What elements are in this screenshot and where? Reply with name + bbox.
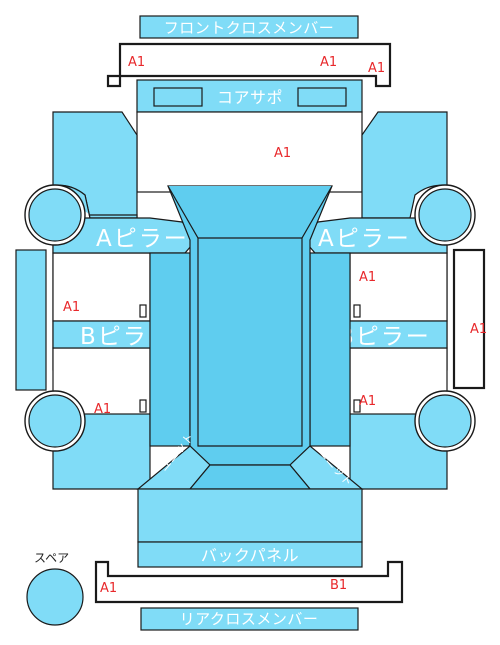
left-rear-wheel[interactable]	[28, 394, 82, 448]
front-cross-member-label: フロントクロスメンバー	[164, 19, 335, 37]
right-outer-side-panel[interactable]	[452, 248, 486, 390]
mark-front-left: A1	[128, 55, 145, 70]
rear-cross-member[interactable]	[140, 607, 359, 631]
floor-front-edge	[167, 185, 333, 239]
rear-floor[interactable]	[188, 464, 312, 490]
mark-rear-left: A1	[100, 581, 117, 596]
left-latch-upper	[139, 304, 147, 318]
a-pillar-right-label: Aピラー	[318, 226, 411, 252]
core-support-label: コアサポ	[217, 88, 283, 107]
mark-right-side-panel: A1	[470, 322, 487, 337]
right-front-wheel[interactable]	[418, 188, 472, 242]
left-outer-side-panel[interactable]	[15, 249, 47, 391]
core-support[interactable]	[136, 79, 363, 113]
front-frame	[106, 42, 392, 88]
mark-core-area: A1	[274, 146, 291, 161]
right-latch-lower	[353, 399, 361, 413]
right-front-door-opening	[349, 252, 448, 322]
right-latch-upper	[353, 304, 361, 318]
trunk-floor[interactable]	[137, 488, 363, 543]
mark-front-center: A1	[320, 55, 337, 70]
engine-compartment	[136, 111, 363, 193]
mark-right-lower: A1	[359, 394, 376, 409]
mark-right-upper-door: A1	[359, 270, 376, 285]
b-pillar-right-label: Bピラー	[338, 324, 431, 350]
back-panel-label: バックパネル	[201, 546, 299, 565]
right-inner-sill[interactable]	[309, 252, 351, 447]
back-panel[interactable]	[137, 541, 363, 568]
a-pillar-left-label: Aピラー	[96, 226, 189, 252]
spare-tire[interactable]	[26, 568, 84, 626]
mark-rear-right: B1	[330, 578, 347, 593]
mark-left-lower: A1	[94, 402, 111, 417]
mark-left-door: A1	[63, 300, 80, 315]
front-cross-member[interactable]	[139, 15, 359, 39]
rear-frame	[94, 560, 404, 604]
mark-front-right: A1	[368, 61, 385, 76]
rear-cross-member-label: リアクロスメンバー	[180, 610, 319, 628]
left-front-wheel[interactable]	[28, 188, 82, 242]
left-inner-sill[interactable]	[149, 252, 191, 447]
right-rear-wheel[interactable]	[418, 394, 472, 448]
left-latch-lower	[139, 399, 147, 413]
core-support-right-slot	[297, 87, 347, 107]
core-support-left-slot	[153, 87, 203, 107]
spare-label: スペア	[34, 551, 69, 565]
floor-inner-edge	[197, 238, 303, 447]
